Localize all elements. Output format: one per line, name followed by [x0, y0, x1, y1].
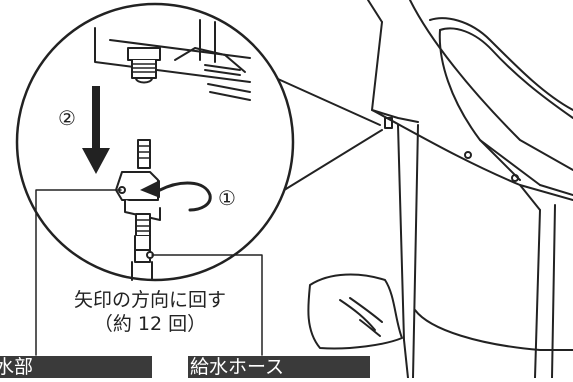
down-arrow-icon — [82, 86, 110, 174]
instruction-line-1: 矢印の方向に回す — [73, 289, 226, 311]
magnified-detail — [82, 19, 251, 281]
rotate-arrow-icon — [158, 181, 212, 212]
step-1-mark: ① — [218, 186, 236, 210]
right-label-leader — [151, 254, 263, 356]
water-hose-label: 給水ホース — [188, 356, 370, 378]
instruction-callout: 矢印の方向に回す （約 12 回） — [46, 288, 254, 340]
water-inlet-label: 給水部 — [0, 356, 152, 378]
instruction-line-2: （約 12 回） — [93, 313, 207, 335]
left-label-leader — [35, 189, 122, 356]
washing-machine-illustration — [367, 0, 573, 379]
step-2-mark: ② — [58, 106, 76, 130]
cloth-illustration — [307, 273, 403, 350]
